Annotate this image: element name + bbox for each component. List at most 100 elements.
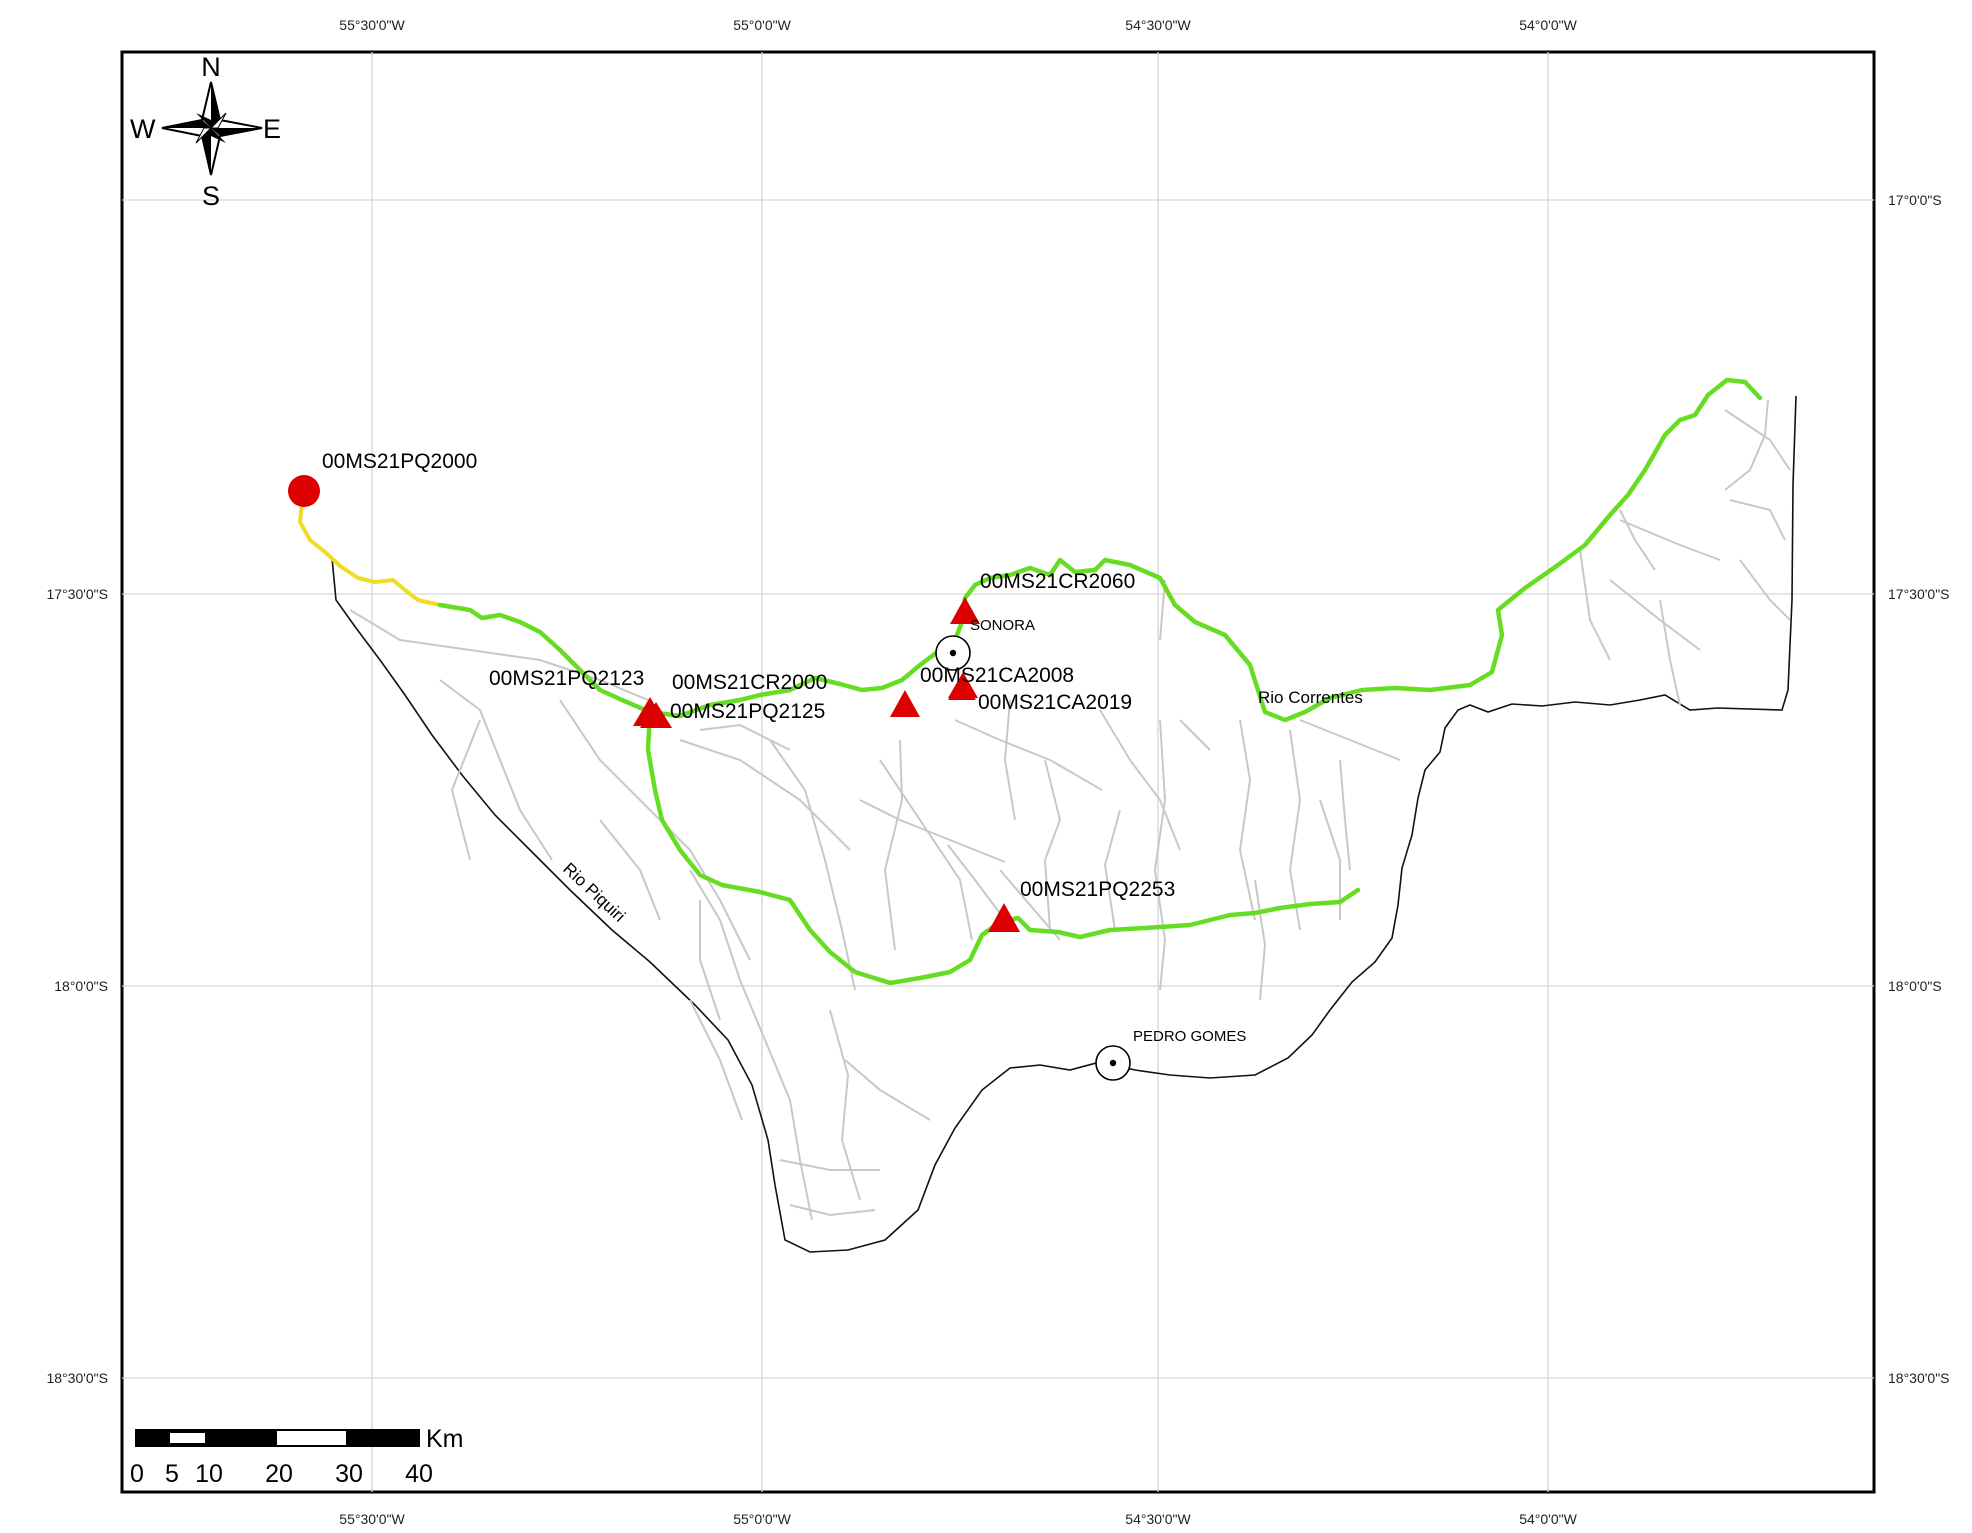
tributary [1099,709,1181,851]
station-marker-ca2019[interactable] [948,680,976,700]
station-label-ca2008: 00MS21CA2008 [920,664,1074,687]
upstream-river-segment [298,491,441,607]
rio-piquiri-south-loop [645,709,1361,986]
tributary [450,719,481,861]
lat-label-right: 17°30'0"S [1888,586,1950,602]
town-dot [949,649,957,657]
compass-star-inner [196,113,211,128]
tributary [699,723,791,751]
tributary [1339,759,1351,871]
compass-star-fill [211,82,220,128]
tributary [779,1159,880,1171]
lat-label-right: 17°0'0"S [1888,192,1942,208]
lat-label-right: 18°0'0"S [1888,978,1942,994]
tributary [1619,519,1721,561]
station-marker-pq2000[interactable] [288,475,320,507]
tributary [699,900,721,1021]
tributary [1103,809,1121,931]
lon-label-top: 55°0'0"W [733,17,791,33]
tributary [349,609,649,701]
river-label-correntes: Rio Correntes [1258,688,1363,707]
lat-label-right: 18°30'0"S [1888,1370,1950,1386]
tributary [689,999,743,1121]
scale-bar: Km 0 5 10 20 30 40 [130,1425,463,1488]
lat-label-left: 18°30'0"S [46,1370,108,1386]
tributary [599,819,661,921]
station-label-ca2019: 00MS21CA2019 [978,691,1132,714]
tributary [1003,699,1016,821]
tributary [769,739,856,991]
station-marker-cr2000[interactable] [890,690,920,717]
graticule [122,52,1874,1492]
lon-label-top: 54°30'0"W [1125,17,1191,33]
scale-segment [170,1433,205,1443]
tributary [829,1009,861,1201]
station-marker-cr2060[interactable] [950,597,980,624]
tributary [1729,499,1786,541]
tributary [1724,399,1769,491]
compass-north-label: N [201,52,221,82]
right-latitude-labels: 17°0'0"S 17°30'0"S 18°0'0"S 18°30'0"S [1888,192,1950,1386]
tributary [1724,409,1791,471]
compass-star-fill [202,128,211,175]
tributary [879,759,973,941]
top-longitude-labels: 55°30'0"W 55°0'0"W 54°30'0"W 54°0'0"W [339,17,1577,33]
tributary [1043,759,1062,931]
lon-label-top: 55°30'0"W [339,17,405,33]
tributary [859,799,1006,863]
scale-unit: Km [426,1425,464,1453]
scale-tick-label: 10 [195,1460,223,1488]
basin-boundary [331,395,1797,1253]
station-label-pq2123: 00MS21PQ2123 [489,667,644,690]
lat-label-left: 17°30'0"S [46,586,108,602]
station-label-pq2253: 00MS21PQ2253 [1020,878,1175,901]
tributary [954,719,1103,791]
tributary [1619,509,1656,571]
rio-correntes-main [959,377,1763,723]
tributary [439,679,553,861]
left-latitude-labels: 17°30'0"S 18°0'0"S 18°30'0"S [46,586,108,1386]
compass-star-fill [211,128,262,136]
tributary [947,844,1006,921]
scale-tick-label: 0 [130,1460,144,1488]
tributary [1739,559,1791,621]
tributary [883,739,904,951]
scale-segment [347,1430,419,1446]
town-pedro-gomes-marker[interactable] [1095,1045,1131,1081]
scale-tick-label: 30 [335,1460,363,1488]
lon-label-top: 54°0'0"W [1519,17,1577,33]
station-label-cr2000: 00MS21CR2000 [672,671,827,694]
compass-star-fill [162,120,211,128]
compass-rose: N S E W [130,52,281,211]
compass-star-inner [195,127,213,144]
scale-frame [135,1429,420,1447]
scale-segment [275,1429,348,1447]
tributary [1299,719,1401,761]
town-sonora-marker[interactable] [935,635,971,671]
tributary [1579,549,1611,661]
tributary [679,739,851,851]
compass-star-inner [209,112,227,129]
town-label-pedro-gomes: PEDRO GOMES [1133,1028,1246,1045]
station-label-pq2125: 00MS21PQ2125 [670,700,825,723]
scale-tick-label: 20 [265,1460,293,1488]
compass-star-inner [211,128,226,143]
lon-label-bottom: 54°30'0"W [1125,1511,1191,1527]
rio-piquiri-main [437,602,965,719]
town-dot [1109,1059,1117,1067]
scale-tick-label: 5 [165,1460,179,1488]
tributary [1254,879,1267,1001]
station-label-cr2060: 00MS21CR2060 [980,570,1135,593]
lon-label-bottom: 54°0'0"W [1519,1511,1577,1527]
scale-segment [206,1430,276,1446]
tributary [789,1204,876,1217]
tributary [844,1059,931,1121]
lat-label-left: 18°0'0"S [54,978,108,994]
compass-east-label: E [263,114,281,144]
station-marker-pq2125[interactable] [640,702,672,728]
station-label-pq2000: 00MS21PQ2000 [322,450,477,473]
scale-tick-label: 40 [405,1460,433,1488]
station-marker-pq2253[interactable] [988,903,1020,932]
monitored-rivers [437,377,1763,986]
